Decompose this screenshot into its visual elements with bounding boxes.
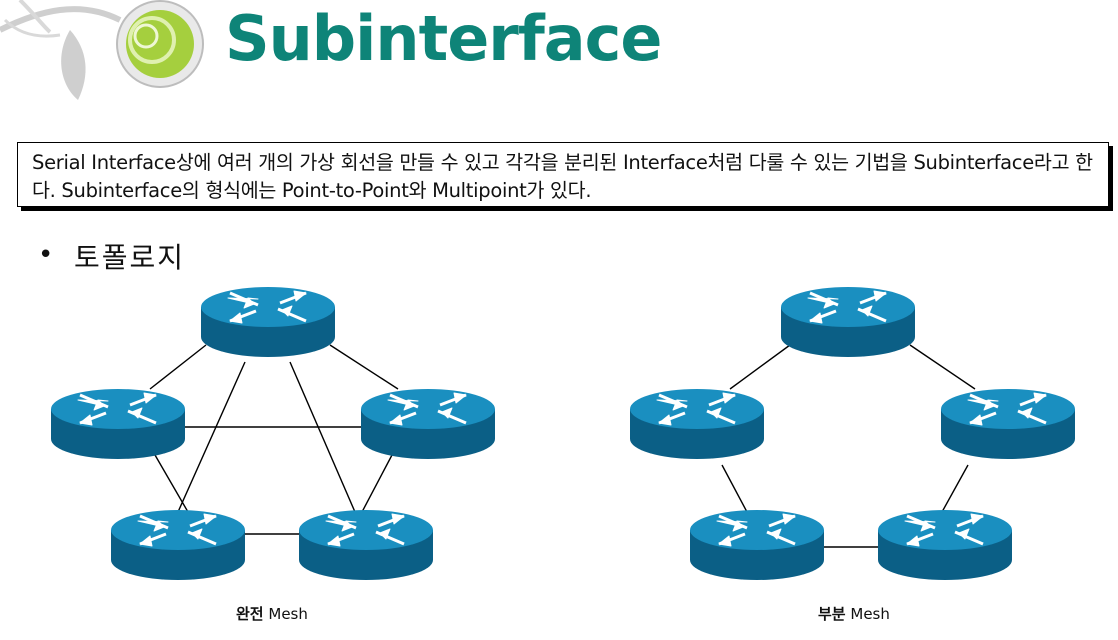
router-icon [779,285,917,359]
link [729,344,791,390]
leaf-decoration-icon [0,0,122,100]
link [909,344,976,390]
router-icon [628,387,766,461]
partial-mesh-caption-rest: Mesh [845,605,890,623]
link [149,344,207,390]
link [289,361,356,513]
full-mesh-caption-strong: 완전 [236,605,264,623]
description-box: Serial Interface상에 여러 개의 가상 회선을 만들 수 있고 … [17,142,1109,207]
full-mesh-links [149,344,399,535]
router-icon [939,387,1077,461]
partial-mesh-caption-strong: 부분 [818,605,846,623]
header-decoration [0,0,204,100]
link [361,454,393,513]
router-icon [199,285,337,359]
full-mesh-caption: 완전 Mesh [236,603,308,624]
router-icon [109,508,247,582]
router-icon [297,508,435,582]
page-title: Subinterface [225,2,662,75]
topology-heading: 토폴로지 [74,241,186,274]
router-icon [359,387,497,461]
router-icon [49,387,187,461]
full-mesh-caption-rest: Mesh [263,605,308,623]
bullet-symbol: • [38,240,54,270]
link [154,454,189,513]
router-icon [876,508,1014,582]
link [329,344,399,390]
router-icon [688,508,826,582]
logo-ring-icon [116,0,204,88]
link [177,361,246,513]
partial-mesh-caption: 부분 Mesh [818,603,890,624]
link [721,464,748,513]
partial-mesh-links [721,344,976,548]
link [941,464,969,513]
